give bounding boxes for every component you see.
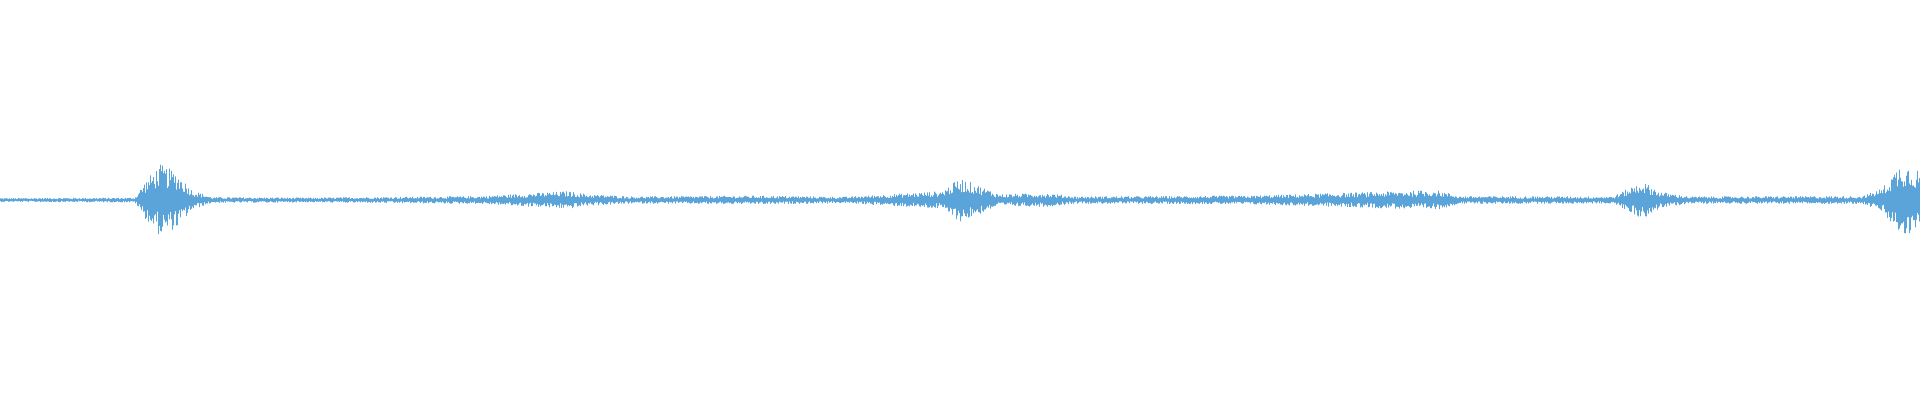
waveform-trace bbox=[0, 164, 1920, 234]
